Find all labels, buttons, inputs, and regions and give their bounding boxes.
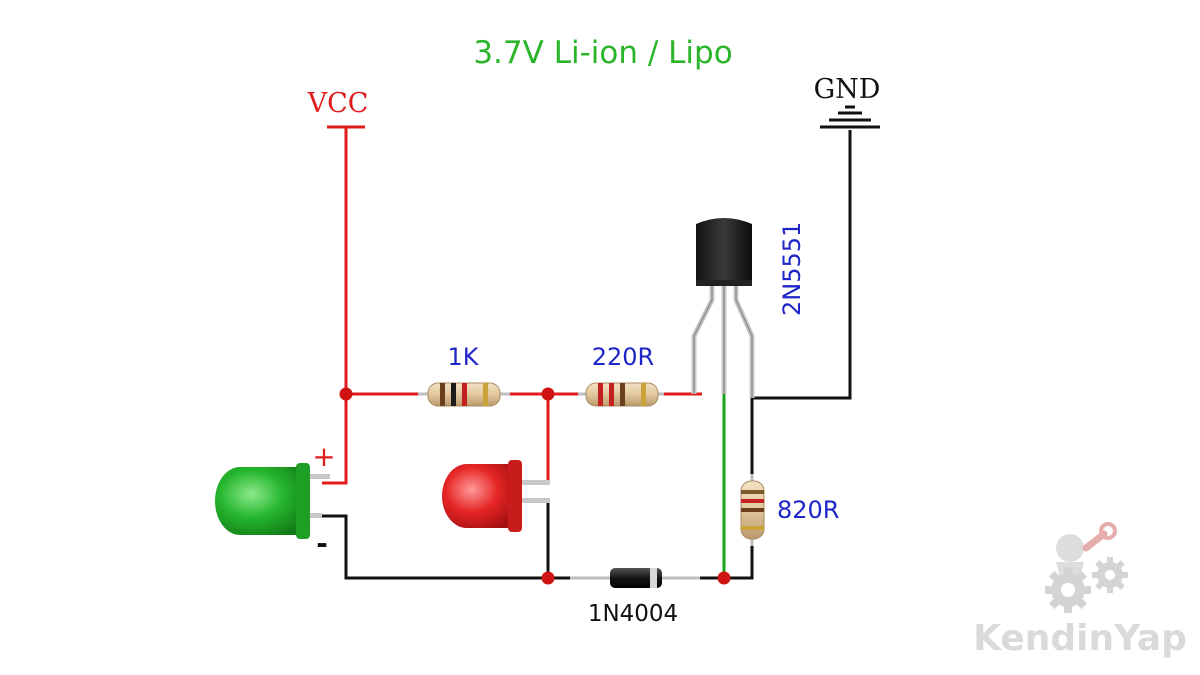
vcc-label: VCC [307,88,369,119]
kendinyap-logo: KendinYap [973,522,1187,659]
wire-gnd [322,130,852,580]
ground-symbol: GND [814,74,881,129]
minus-sign: - [316,527,328,560]
junction-dot-vcc [339,387,353,401]
resistor-820r [740,474,765,546]
junction-dots [339,387,731,585]
transistor-label: 2N5551 [778,222,806,316]
wire-vcc [322,127,702,485]
junction-dot-base [717,571,731,585]
resistor-220r [578,382,664,407]
transistor-2n5551 [691,218,755,398]
resistor-220r-label: 220R [592,343,654,371]
plus-sign: + [312,440,335,473]
led-red [442,460,550,532]
junction-dot-mid [541,387,555,401]
watermark-text: KendinYap [973,618,1187,659]
diode-1n4004 [570,568,700,588]
led-green [215,463,330,539]
gnd-label: GND [814,74,881,105]
resistor-820r-label: 820R [777,496,839,524]
diode-label: 1N4004 [588,601,678,627]
junction-dot-led-gnd [541,571,555,585]
vcc-terminal: VCC [307,88,369,129]
resistor-1k [418,382,510,407]
diagram-title: 3.7V Li-ion / Lipo [473,35,732,71]
resistor-1k-label: 1K [447,343,479,371]
